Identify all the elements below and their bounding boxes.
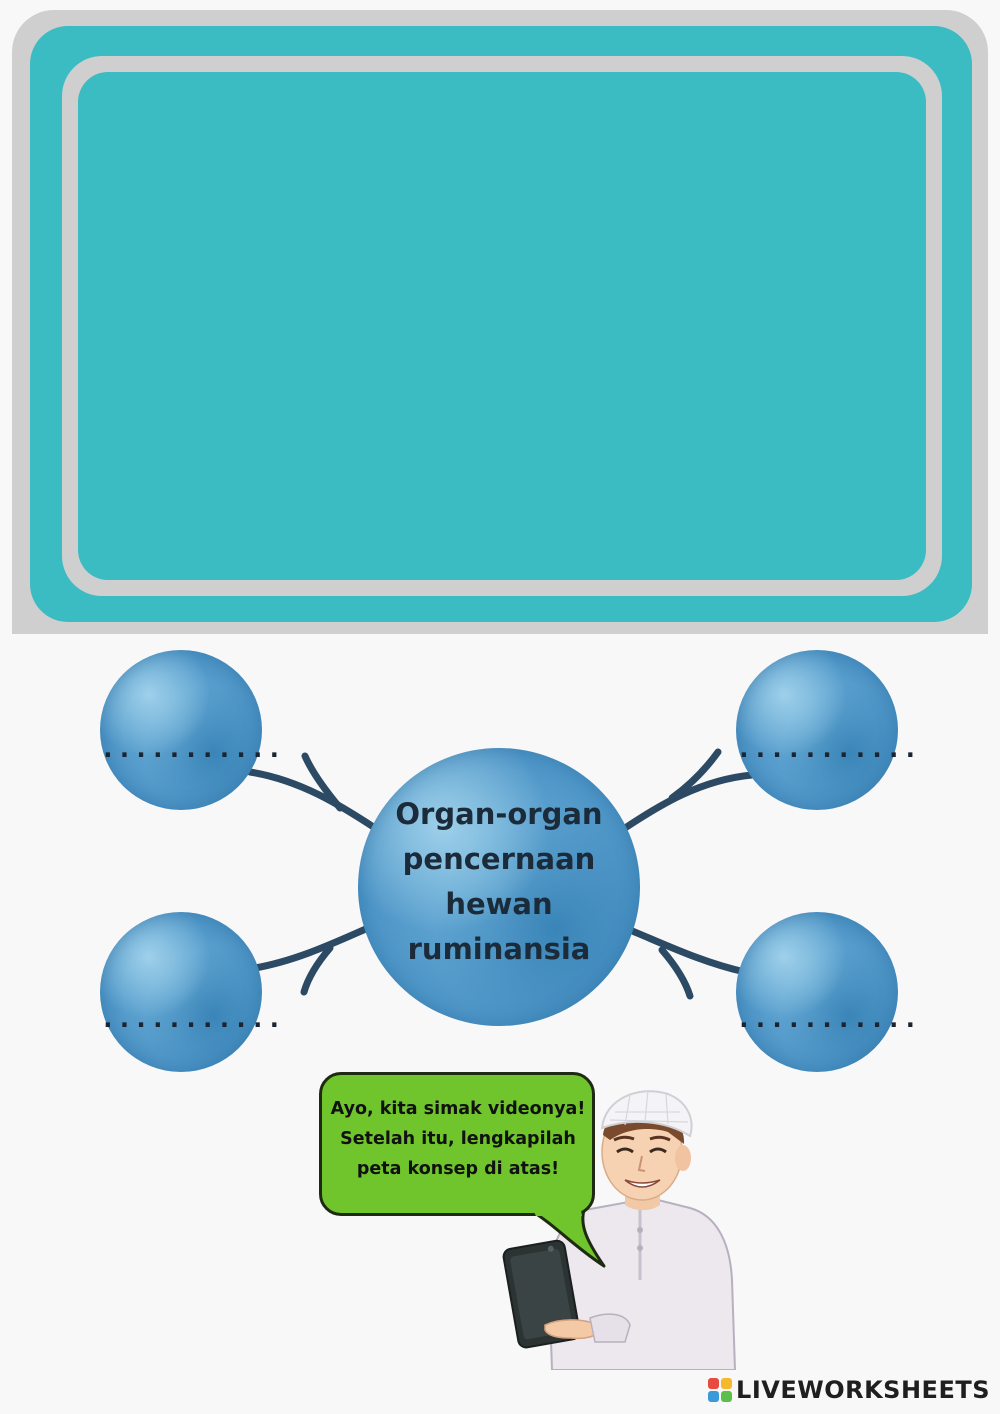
speech-bubble — [319, 1072, 595, 1216]
concept-node-center — [358, 748, 640, 1026]
center-line-1: Organ-organ — [395, 797, 603, 831]
watermark-text: LIVEWORKSHEETS — [736, 1376, 990, 1404]
concept-node-top-left — [100, 650, 262, 810]
teacher-character-illustration — [502, 1089, 737, 1370]
speech-line-2: Setelah itu, lengkapilah — [340, 1129, 576, 1149]
answer-blank-top-right[interactable]: ........... — [736, 734, 920, 764]
video-area[interactable] — [78, 72, 926, 580]
answer-blank-bottom-left[interactable]: ........... — [100, 1004, 284, 1034]
concept-map-title: Organ-organ pencernaan hewan ruminansia — [358, 792, 640, 972]
answer-blank-bottom-right[interactable]: ........... — [736, 1004, 920, 1034]
center-line-3: hewan — [445, 887, 553, 921]
center-line-4: ruminansia — [407, 932, 591, 966]
speech-line-3: peta konsep di atas! — [356, 1159, 560, 1179]
concept-node-bottom-left — [100, 912, 262, 1072]
concept-node-top-right — [736, 650, 898, 810]
speech-line-1: Ayo, kita simak videonya! — [330, 1099, 586, 1119]
liveworksheets-logo-icon — [708, 1378, 733, 1402]
speech-bubble-text: Ayo, kita simak videonya! Setelah itu, l… — [322, 1094, 594, 1184]
answer-blank-top-left[interactable]: ........... — [100, 734, 284, 764]
liveworksheets-watermark: LIVEWORKSHEETS — [708, 1376, 990, 1404]
center-line-2: pencernaan — [402, 842, 596, 876]
concept-node-bottom-right — [736, 912, 898, 1072]
